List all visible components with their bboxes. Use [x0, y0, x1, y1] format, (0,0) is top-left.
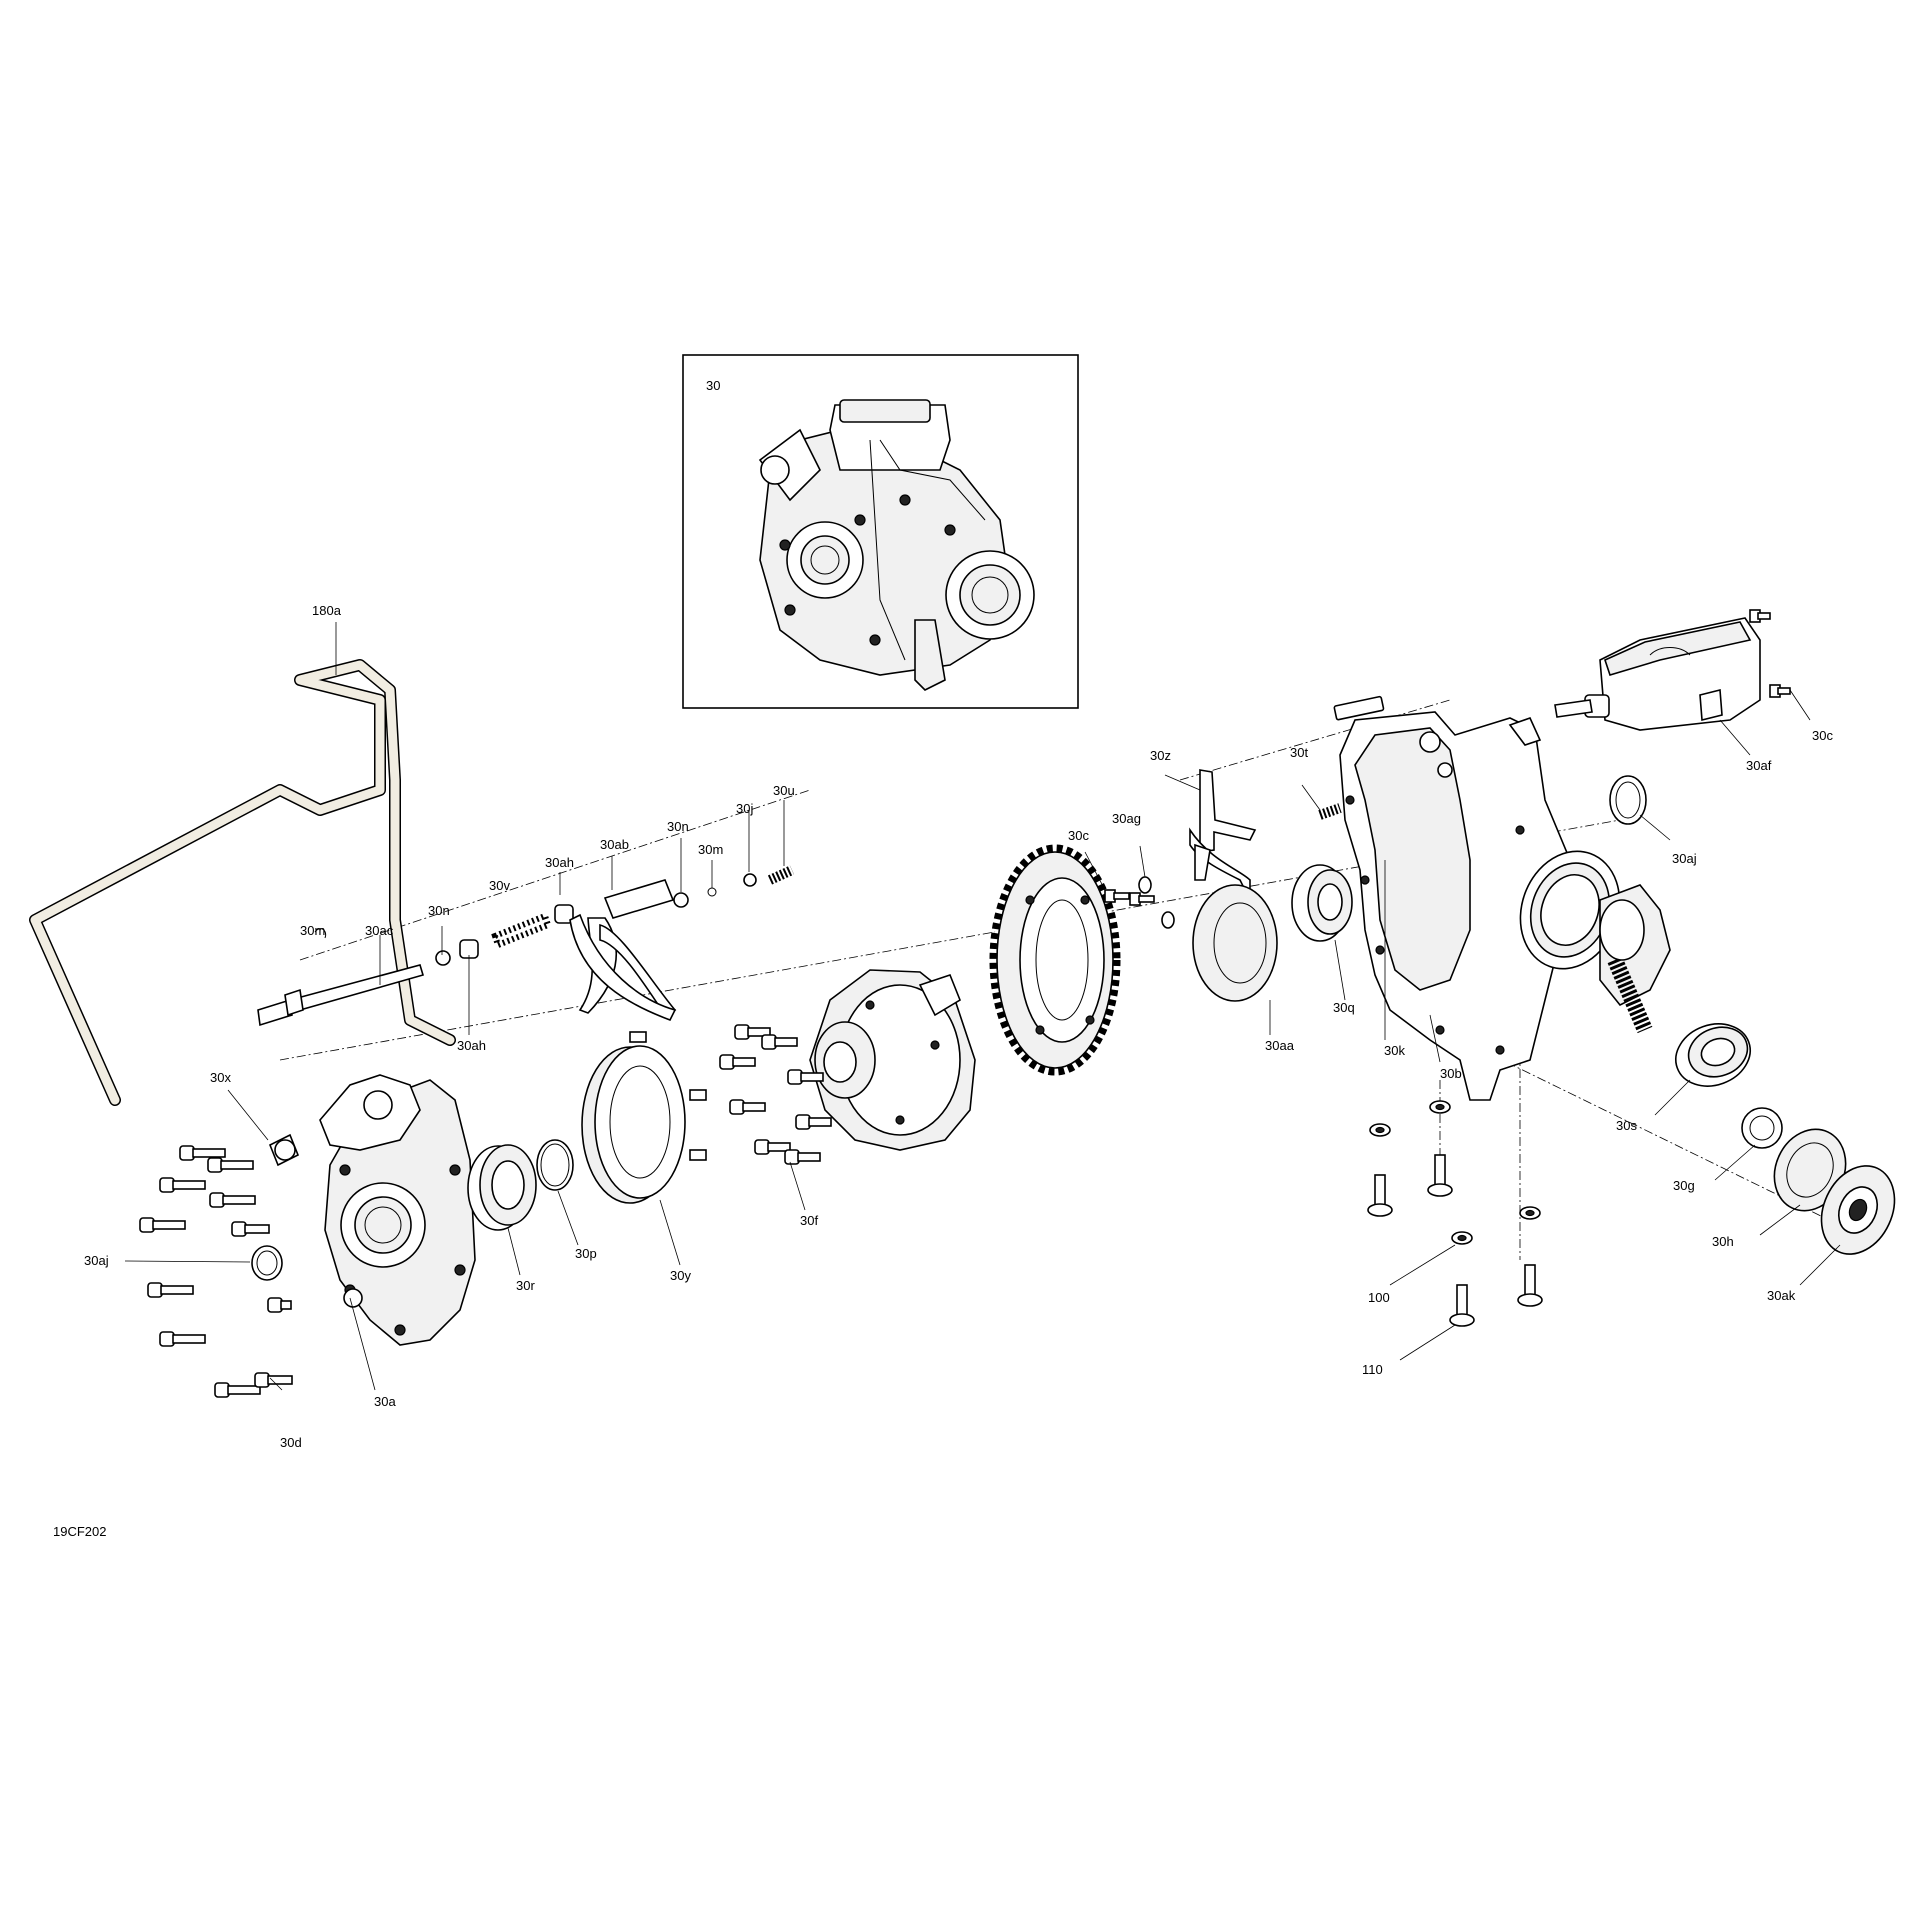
callout-30r: 30r — [516, 1278, 535, 1293]
callout-30j: 30j — [736, 801, 753, 816]
callout-30m-right: 30m — [698, 842, 723, 857]
callout-30m-left: 30m — [300, 923, 325, 938]
callout-30a: 30a — [374, 1394, 396, 1409]
bearing-30q — [1291, 864, 1353, 942]
callout-30c-left: 30c — [1068, 828, 1089, 843]
callout-30q: 30q — [1333, 1000, 1355, 1015]
callout-30af: 30af — [1746, 758, 1772, 773]
output-shaft — [1599, 884, 1671, 1034]
gearbox-cover — [251, 1074, 476, 1346]
callout-30s: 30s — [1616, 1118, 1637, 1133]
callout-30t: 30t — [1290, 745, 1308, 760]
callout-30ab: 30ab — [600, 837, 629, 852]
bearing-30r — [467, 1144, 537, 1231]
nut-30g — [1741, 1107, 1783, 1149]
inset-assembly: 30 — [682, 354, 1079, 709]
leader-lines — [124, 622, 1841, 1391]
callout-30aa: 30aa — [1265, 1038, 1295, 1053]
callout-30ak: 30ak — [1767, 1288, 1796, 1303]
callout-30f: 30f — [800, 1213, 818, 1228]
seal-30ak — [1820, 1165, 1896, 1255]
callout-30u: 30u — [773, 783, 795, 798]
callout-30b: 30b — [1440, 1066, 1462, 1081]
diagram-id: 19CF202 — [53, 1524, 106, 1539]
callout-100: 100 — [1368, 1290, 1390, 1305]
callout-30d: 30d — [280, 1435, 302, 1450]
screw-30c-right — [1749, 609, 1791, 698]
callout-30ah-lower: 30ah — [457, 1038, 486, 1053]
seal-30aj-right — [1609, 775, 1647, 825]
ring-gear — [989, 844, 1121, 1076]
callout-30c-right: 30c — [1812, 728, 1833, 743]
callout-30p: 30p — [575, 1246, 597, 1261]
shim-30aa — [1192, 884, 1278, 1002]
callout-30aj-right: 30aj — [1672, 851, 1697, 866]
vent-hose — [29, 659, 456, 1106]
spring-30t — [1318, 803, 1342, 820]
washer-30ag — [1129, 876, 1175, 929]
callout-30n-left: 30n — [428, 903, 450, 918]
differential-bolts — [719, 1024, 832, 1165]
callout-30ah-upper: 30ah — [545, 855, 574, 870]
callout-labels: 180a 30m 30ac 30n 30v 30ah 30ah 30ab 30n… — [84, 603, 1833, 1450]
actuator-30af — [1554, 617, 1761, 731]
cover-bolts — [139, 1145, 293, 1398]
screw-30c-left — [1104, 889, 1130, 903]
callout-110: 110 — [1362, 1362, 1383, 1377]
o-ring-30p — [536, 1139, 574, 1191]
callout-30x: 30x — [210, 1070, 231, 1085]
callout-30y: 30y — [670, 1268, 691, 1283]
callout-30h: 30h — [1712, 1234, 1734, 1249]
mount-washers-and-bolts — [1367, 1100, 1543, 1327]
disc-30y — [581, 1031, 707, 1204]
main-gearbox-case — [1333, 695, 1621, 1101]
callout-30v: 30v — [489, 878, 510, 893]
callout-30z: 30z — [1150, 748, 1171, 763]
assembled-gearbox-illustration — [758, 399, 1035, 691]
bearing-30s — [1675, 1023, 1751, 1087]
inset-label: 30 — [706, 378, 720, 393]
shift-shaft-group — [257, 865, 795, 1027]
callout-30g: 30g — [1673, 1178, 1695, 1193]
callout-30k: 30k — [1384, 1043, 1405, 1058]
callout-30ag: 30ag — [1112, 811, 1141, 826]
callout-30n-right: 30n — [667, 819, 689, 834]
callout-180a: 180a — [312, 603, 342, 618]
callout-30ac: 30ac — [365, 923, 394, 938]
differential-housing — [809, 969, 976, 1151]
callout-30aj-left: 30aj — [84, 1253, 109, 1268]
